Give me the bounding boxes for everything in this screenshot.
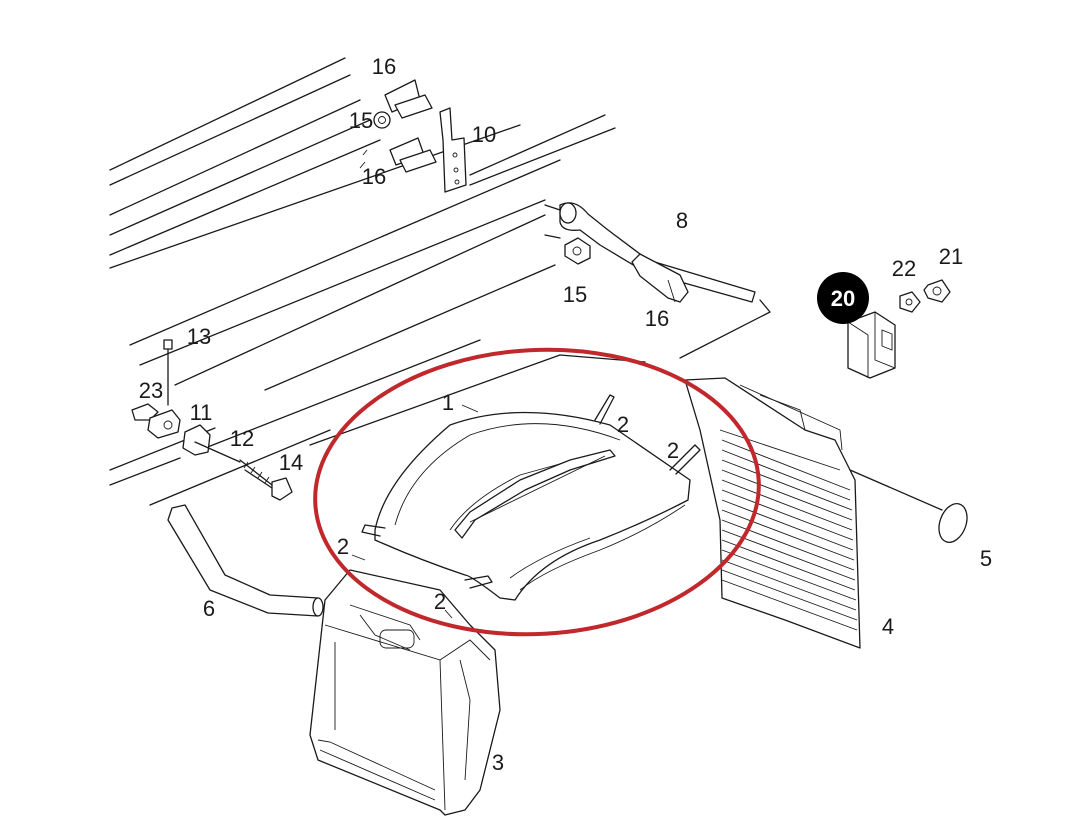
support-rod-8 xyxy=(544,202,756,303)
sensor-assembly-left xyxy=(131,339,293,501)
label-2-upper-right: 2 xyxy=(617,412,629,437)
label-16-mid: 16 xyxy=(362,164,386,189)
label-21: 21 xyxy=(939,244,963,269)
label-23: 23 xyxy=(139,378,163,403)
label-16-low: 16 xyxy=(645,306,669,331)
bracket-assembly-10 xyxy=(359,79,467,193)
label-5: 5 xyxy=(980,546,992,571)
clip-assembly-20 xyxy=(847,279,951,379)
label-3: 3 xyxy=(492,750,504,775)
label-2-right: 2 xyxy=(667,438,679,463)
label-12: 12 xyxy=(230,426,254,451)
fender-1 xyxy=(361,394,701,601)
part-20-badge: 20 xyxy=(817,272,869,324)
hose-6 xyxy=(167,504,324,617)
badge-circle xyxy=(817,272,869,324)
mudflap-4 xyxy=(684,377,943,649)
label-11: 11 xyxy=(190,400,213,425)
label-15-mid: 15 xyxy=(563,282,587,307)
label-10: 10 xyxy=(472,122,496,147)
mudflap-3 xyxy=(309,569,501,816)
label-4: 4 xyxy=(882,614,894,639)
label-15-top: 15 xyxy=(349,108,373,133)
reflector-5 xyxy=(938,503,968,543)
label-22: 22 xyxy=(892,256,916,281)
label-20: 20 xyxy=(831,286,855,311)
label-14: 14 xyxy=(279,450,303,475)
label-8: 8 xyxy=(676,208,688,233)
callout-labels: 16 15 10 16 8 15 16 22 21 13 23 11 12 14… xyxy=(139,54,992,775)
leader-lines xyxy=(351,404,479,619)
label-1: 1 xyxy=(442,390,454,415)
label-13: 13 xyxy=(187,324,211,349)
label-2-bottom: 2 xyxy=(434,589,446,614)
label-16-top: 16 xyxy=(372,54,396,79)
label-2-left: 2 xyxy=(337,534,349,559)
highlight-ellipse xyxy=(313,347,761,637)
label-6: 6 xyxy=(203,596,215,621)
